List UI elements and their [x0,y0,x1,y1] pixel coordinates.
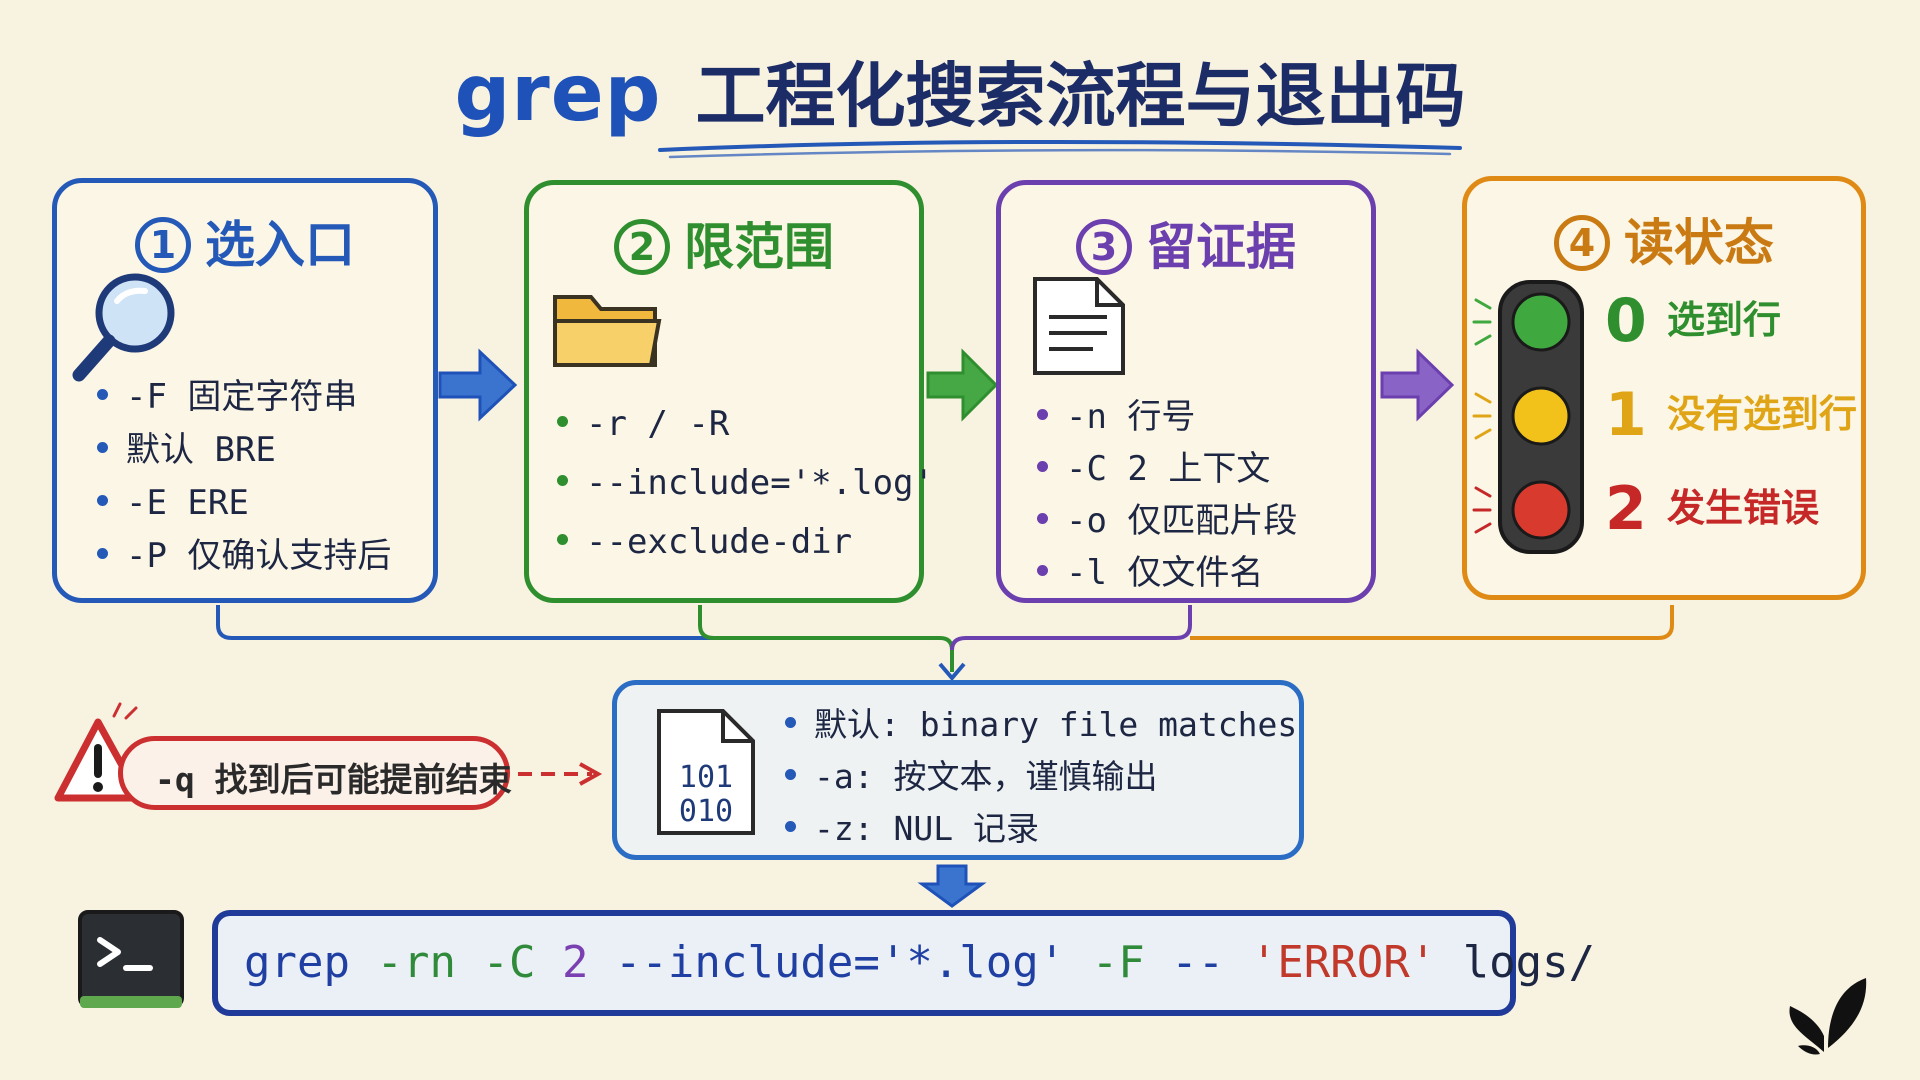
title-command: grep [454,49,662,139]
title-text: 工程化搜索流程与退出码 [695,55,1466,137]
arrow-right-icon [438,348,518,422]
warning-text: -q 找到后可能提前结束 [155,760,512,799]
command-option: -rn [376,937,456,988]
list-item: -l 仅文件名 [1037,547,1297,599]
command-line: grep -rn -C 2 --include='*.log' -F -- 'E… [244,930,1595,996]
exit-code: 2 [1605,474,1647,544]
command-path: logs/ [1462,937,1596,988]
list-item: -r / -R [557,395,934,454]
list-item: -z: NUL 记录 [785,803,1297,855]
list-item: -a: 按文本，谨慎输出 [785,751,1297,803]
arrow-right-icon [926,348,999,422]
warning-note: -q 找到后可能提前结束 [118,736,512,810]
exit-code-meaning: 选到行 [1667,298,1782,342]
binary-handling-box: 101 010 默认: binary file matches -a: 按文本，… [612,680,1304,860]
exit-code-meaning: 发生错误 [1667,486,1820,530]
command-include: --include='*.log' [614,937,1066,988]
exit-code: 1 [1605,380,1647,450]
list-item: -P 仅确认支持后 [97,530,391,583]
step-number: 1 [135,216,191,273]
magnifier-icon [72,273,175,382]
arrow-right-icon [1380,348,1455,422]
option-list: -F 固定字符串 默认 BRE -E ERE -P 仅确认支持后 [97,371,391,583]
command-option: -F [1091,937,1145,988]
step-title: 限范围 [684,218,834,276]
command-number: 2 [561,937,589,988]
step-number: 3 [1076,218,1132,275]
list-item: --include='*.log' [557,454,934,513]
binary-option-list: 默认: binary file matches -a: 按文本，谨慎输出 -z:… [785,699,1297,855]
step-title: 选入口 [205,216,355,274]
step-number: 4 [1554,214,1610,271]
folder-icon [553,295,662,367]
exit-code: 0 [1605,286,1647,356]
option-list: -n 行号 -C 2 上下文 -o 仅匹配片段 -l 仅文件名 [1037,391,1297,599]
traffic-light-icon [1472,280,1584,554]
exit-code-meaning: 没有选到行 [1667,392,1858,436]
svg-text:101: 101 [679,760,733,795]
exit-code-row: 1 没有选到行 [1605,380,1857,450]
step-title: 读状态 [1624,214,1774,272]
document-icon [1033,277,1125,375]
list-item: 默认 BRE [97,424,391,477]
step-title: 留证据 [1146,218,1296,276]
exit-code-row: 0 选到行 [1605,286,1781,356]
alert-marks-icon [112,702,138,720]
list-item: -F 固定字符串 [97,371,391,424]
list-item: 默认: binary file matches [785,699,1297,751]
page-title: grep 工程化搜索流程与退出码 [0,40,1920,141]
option-list: -r / -R --include='*.log' --exclude-dir [557,395,934,572]
exit-code-row: 2 发生错误 [1605,474,1819,544]
command-pattern: 'ERROR' [1250,937,1437,988]
command-separator: -- [1171,937,1225,988]
svg-text:010: 010 [679,794,733,829]
list-item: --exclude-dir [557,513,934,572]
list-item: -C 2 上下文 [1037,443,1297,495]
terminal-icon [78,910,184,1008]
list-item: -E ERE [97,477,391,530]
command-option: -C [482,937,536,988]
step-number: 2 [614,218,670,275]
list-item: -n 行号 [1037,391,1297,443]
command-name: grep [244,937,350,988]
list-item: -o 仅匹配片段 [1037,495,1297,547]
binary-file-icon: 101 010 [657,709,755,835]
command-example: grep -rn -C 2 --include='*.log' -F -- 'E… [212,910,1595,1016]
butterfly-logo-icon [1789,978,1867,1055]
